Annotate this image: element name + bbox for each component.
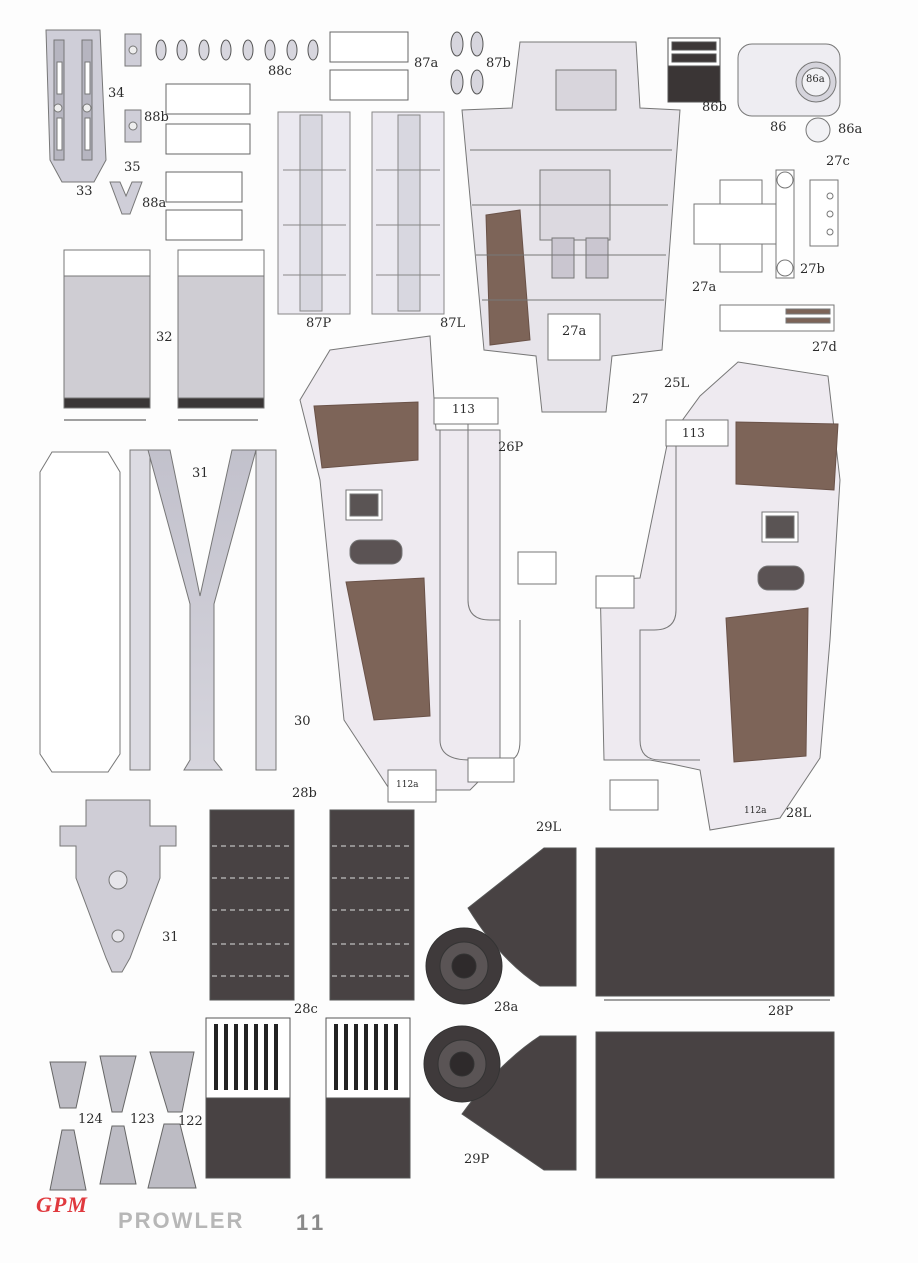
part-27b [775, 169, 795, 279]
part-28P [595, 1031, 835, 1179]
label-part-27a-inner: 27a [562, 324, 587, 339]
label-part-31-bottom: 31 [162, 930, 179, 945]
label-part-28P: 28P [768, 1004, 794, 1019]
label-part-112a-right: 112a [744, 806, 767, 816]
label-part-113-left: 113 [452, 402, 475, 416]
label-part-86b: 86b [702, 100, 727, 115]
part-27 [461, 41, 681, 413]
part-29L [467, 847, 577, 987]
part-28b [209, 809, 415, 1001]
label-part-87L: 87L [440, 316, 466, 331]
label-part-86a: 86a [838, 122, 863, 137]
label-part-123: 123 [130, 1112, 155, 1127]
part-88b [165, 83, 251, 155]
part-88c-pods [155, 39, 319, 61]
label-part-86: 86 [770, 120, 787, 135]
label-part-28b: 28b [292, 786, 317, 801]
label-part-88c: 88c [268, 64, 292, 79]
label-part-113-right: 113 [682, 426, 705, 440]
label-part-29P: 29P [464, 1152, 490, 1167]
label-part-31-top: 31 [192, 466, 209, 481]
part-26P [299, 335, 557, 803]
label-part-87b: 87b [486, 56, 511, 71]
label-part-26P: 26P [498, 440, 524, 455]
part-87L [371, 111, 445, 315]
part-86b [667, 37, 721, 103]
part-30 [39, 449, 277, 773]
part-88a [165, 171, 243, 241]
label-part-30: 30 [294, 714, 311, 729]
part-28c [205, 1017, 411, 1179]
model-title: PROWLER [118, 1208, 245, 1233]
label-part-27d: 27d [812, 340, 837, 355]
part-87b [450, 31, 484, 95]
label-part-28L: 28L [786, 806, 812, 821]
part-31-yframe [147, 449, 257, 771]
label-part-112a-left: 112a [396, 780, 419, 790]
part-87P [277, 111, 351, 315]
label-part-33: 33 [76, 184, 93, 199]
label-part-122: 122 [178, 1114, 203, 1129]
parts-122-124 [49, 1051, 197, 1191]
part-28L [595, 847, 835, 997]
part-28a [423, 927, 503, 1103]
part-27c [809, 179, 839, 247]
label-part-34: 34 [108, 86, 125, 101]
part-86 [737, 43, 841, 117]
label-part-86a-dial: 86a [806, 74, 825, 85]
label-part-87a: 87a [414, 56, 439, 71]
label-part-29L: 29L [536, 820, 562, 835]
label-part-124: 124 [78, 1112, 103, 1127]
part-25L [595, 361, 841, 831]
label-part-28a: 28a [494, 1000, 519, 1015]
brand-logo: GPM [36, 1192, 88, 1217]
label-part-87P: 87P [306, 316, 332, 331]
label-part-88a: 88a [142, 196, 167, 211]
part-35 [109, 181, 143, 215]
label-part-28c: 28c [294, 1002, 318, 1017]
label-part-35: 35 [124, 160, 141, 175]
label-part-32: 32 [156, 330, 173, 345]
part-32 [63, 249, 265, 421]
part-27a-side [693, 179, 787, 273]
label-part-27: 27 [632, 392, 649, 407]
part-87a [329, 31, 409, 101]
label-part-27c: 27c [826, 154, 850, 169]
label-part-27b: 27b [800, 262, 825, 277]
part-31-shield [59, 799, 177, 973]
page-number: 11 [296, 1210, 328, 1235]
label-part-27a-side: 27a [692, 280, 717, 295]
label-part-25L: 25L [664, 376, 690, 391]
part-33 [45, 29, 107, 183]
part-34 [124, 33, 142, 143]
label-part-88b: 88b [144, 110, 169, 125]
part-86a [805, 117, 831, 143]
part-27d [719, 304, 835, 332]
